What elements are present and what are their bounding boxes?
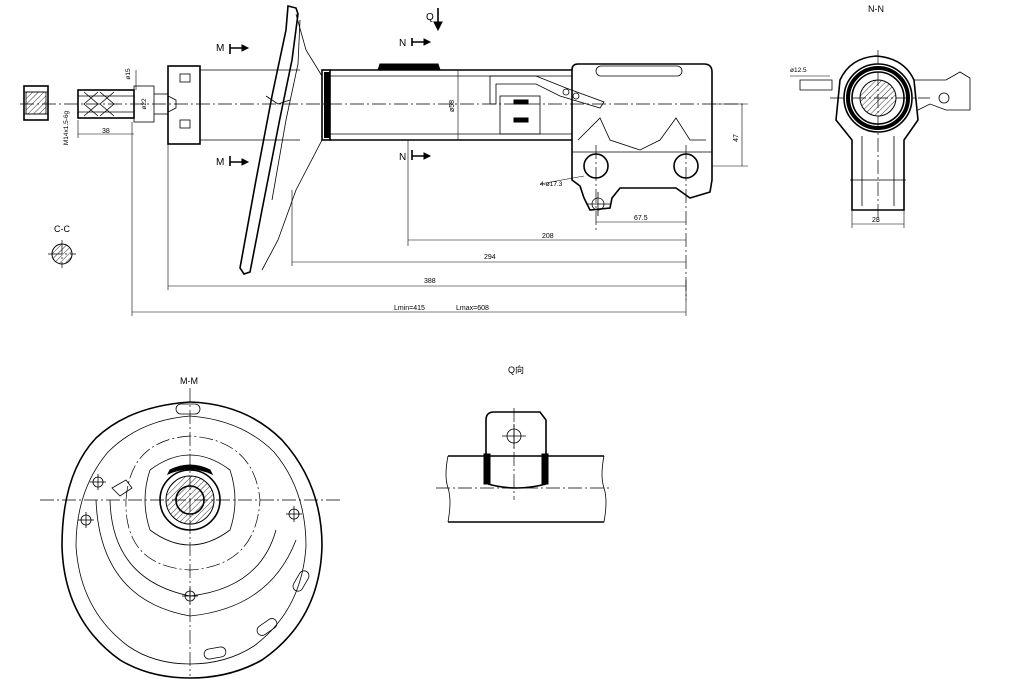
title-cc: C-C xyxy=(54,224,70,234)
dim-47-label: 47 xyxy=(733,134,740,142)
dim-28-label: 28 xyxy=(872,217,880,224)
dia-22-label: ø22 xyxy=(141,98,148,110)
dim-388-label: 388 xyxy=(424,278,436,285)
boot-ring xyxy=(321,69,331,141)
dim-67-5: 67.5 xyxy=(596,215,686,223)
main-side-view: ø58 4-ø17.3 xyxy=(20,4,748,316)
dim-208-label: 208 xyxy=(542,233,554,240)
section-n-top-label: N xyxy=(399,38,406,49)
view-q: Q向 xyxy=(436,364,612,523)
main-tube: ø58 xyxy=(330,63,572,141)
view-q-label: Q xyxy=(426,12,434,23)
section-n-bottom-label: N xyxy=(399,152,406,163)
dim-47: 47 xyxy=(712,103,748,167)
hose-bracket xyxy=(489,75,605,135)
dim-294-label: 294 xyxy=(484,254,496,261)
top-nut xyxy=(23,85,49,121)
title-mm: M-M xyxy=(180,376,198,386)
rod-dimensions: 38 M14x1.5-6g ø15 ø22 xyxy=(63,68,148,145)
section-m-markers: M M xyxy=(216,43,250,168)
section-m-bottom-label: M xyxy=(216,157,224,168)
length-dimensions: 208 294 388 Lmin=415 Lmax=608 xyxy=(131,122,687,316)
holes-label: 4-ø17.3 xyxy=(540,181,563,188)
top-mount xyxy=(167,65,300,145)
dia-15-label: ø15 xyxy=(125,68,132,80)
section-nn: N-N ø12.5 28 xyxy=(790,4,971,228)
title-nn: N-N xyxy=(868,4,884,14)
piston-rod-tip xyxy=(77,85,168,123)
view-q-arrow: Q xyxy=(426,8,443,32)
len-38-label: 38 xyxy=(102,128,110,135)
knuckle-bracket xyxy=(571,63,713,300)
dia-12-5-label: ø12.5 xyxy=(790,67,807,74)
title-q: Q向 xyxy=(508,364,524,375)
lmax-label: Lmax=608 xyxy=(456,305,489,312)
section-m-top-label: M xyxy=(216,43,224,54)
section-n-markers: N N xyxy=(399,38,432,163)
tube-diameter-label: ø58 xyxy=(449,100,456,112)
lmin-label: Lmin=415 xyxy=(394,305,425,312)
thread-label: M14x1.5-6g xyxy=(63,110,70,145)
section-cc: C-C xyxy=(48,224,76,268)
dim-67-5-label: 67.5 xyxy=(634,215,648,222)
section-mm: M-M xyxy=(40,376,340,679)
